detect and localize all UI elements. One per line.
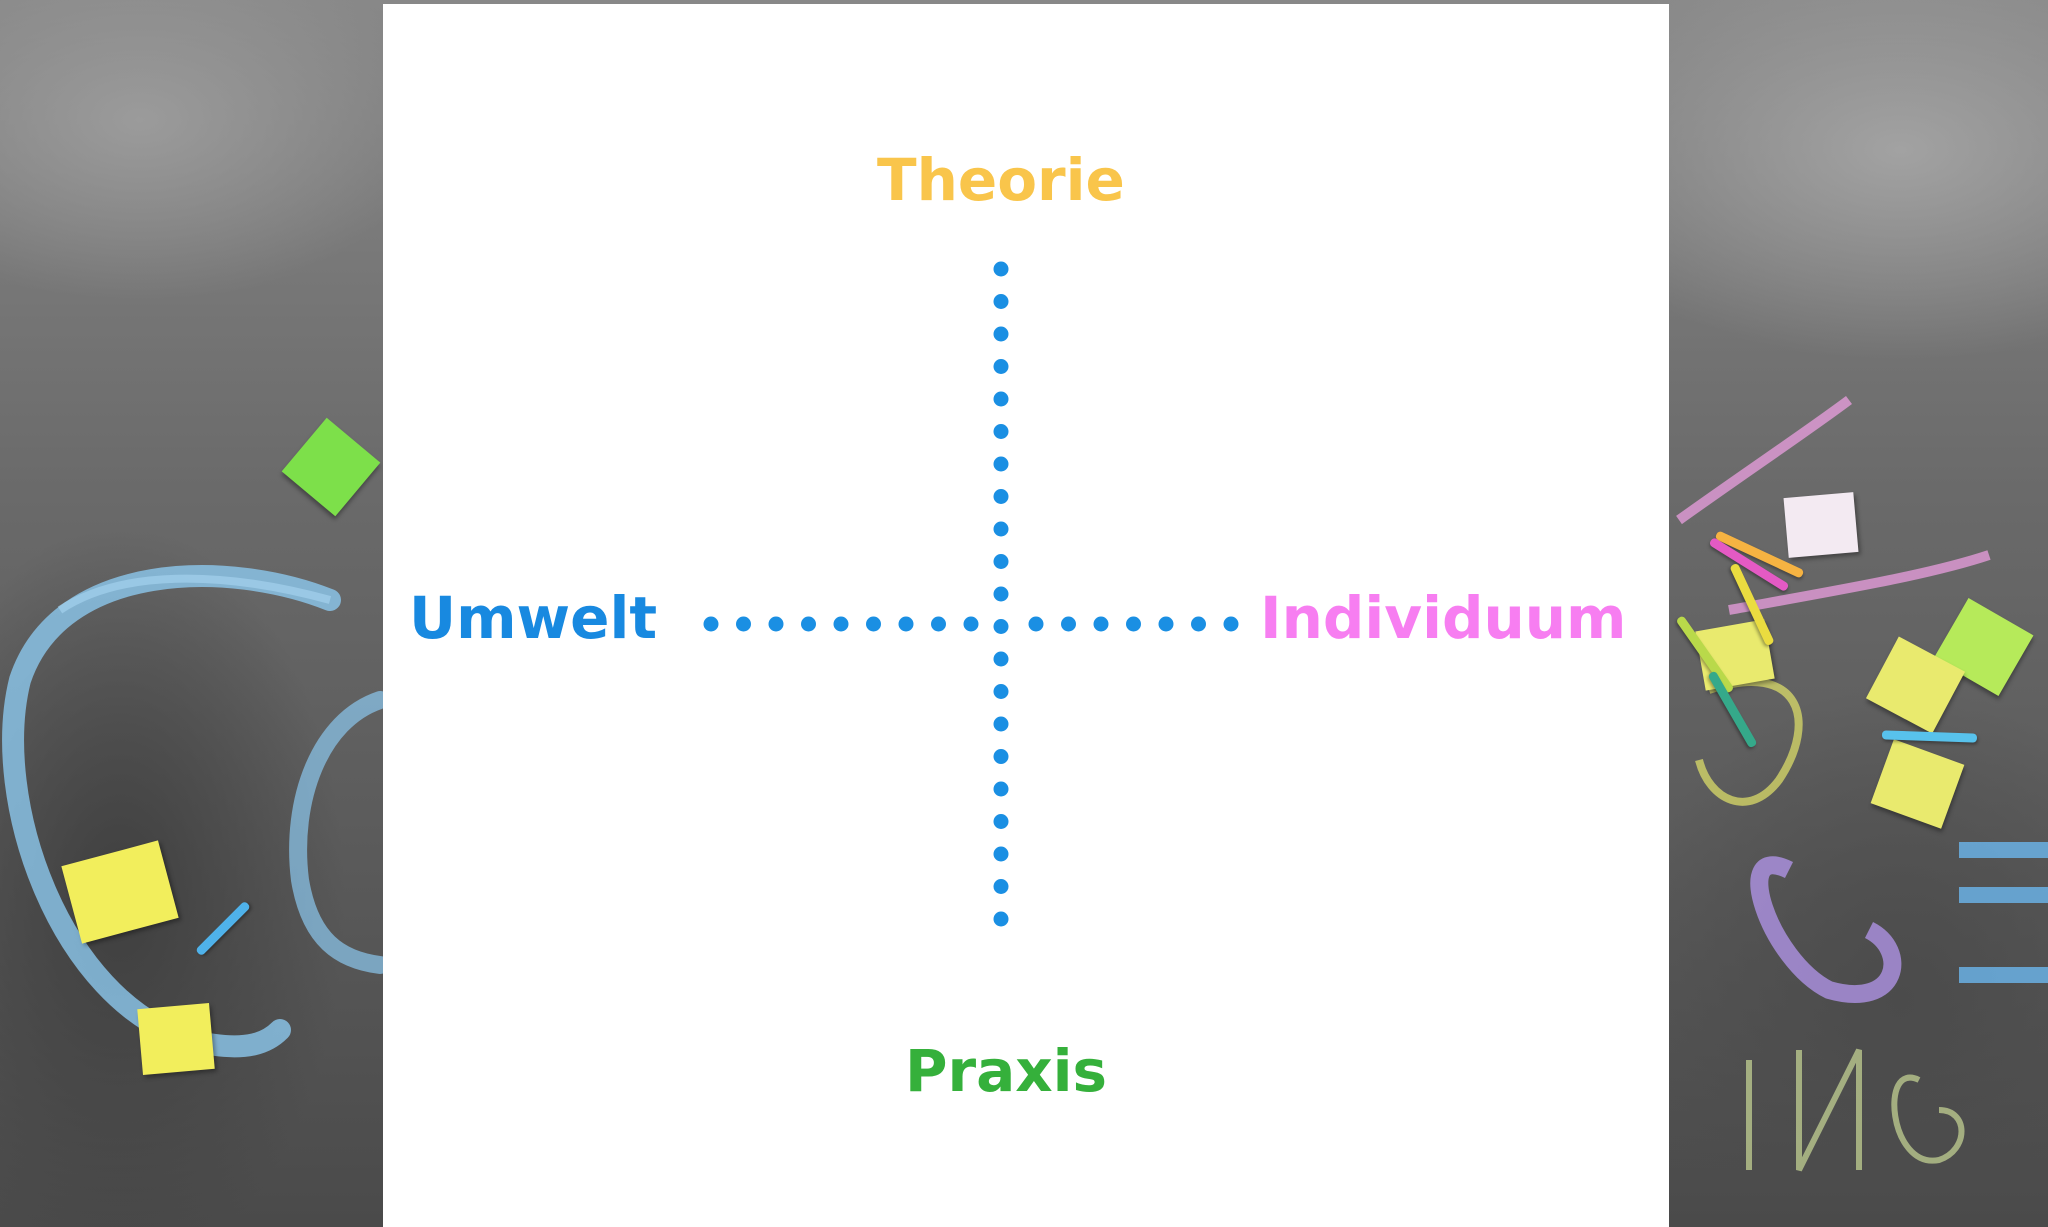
cross-dot-vertical	[993, 424, 1009, 439]
cross-dot-vertical	[993, 391, 1009, 407]
cross-dot-horizontal	[898, 616, 914, 632]
cross-dot-horizontal	[833, 616, 849, 632]
cross-dot-vertical	[993, 261, 1009, 277]
cross-dot-horizontal	[1061, 616, 1076, 632]
cross-dot-vertical	[993, 814, 1009, 829]
label-praxis: Praxis	[905, 1037, 1108, 1105]
label-umwelt: Umwelt	[409, 584, 658, 652]
cross-dot-vertical	[993, 911, 1009, 927]
sticky-note-yellow-left-2	[137, 1002, 215, 1076]
cross-dot-vertical	[993, 651, 1009, 667]
cross-dot-horizontal	[866, 616, 881, 632]
cross-dot-vertical	[993, 781, 1009, 797]
cross-dot-horizontal	[1191, 616, 1206, 632]
cross-dot-vertical	[993, 716, 1009, 732]
cross-dot-vertical	[993, 359, 1009, 374]
cross-dot-vertical	[993, 489, 1009, 504]
label-individuum: Individuum	[1260, 584, 1627, 652]
cross-dot-horizontal	[703, 616, 719, 632]
sticky-note-white-right	[1783, 492, 1859, 558]
label-theorie: Theorie	[877, 146, 1125, 214]
chalk-drawing-left	[2, 565, 383, 1058]
cross-dot-horizontal	[768, 616, 784, 632]
cross-dot-horizontal	[1093, 616, 1109, 632]
cross-dot-vertical	[993, 554, 1009, 569]
cross-dot-vertical	[993, 586, 1009, 602]
cross-dot-vertical	[993, 456, 1009, 472]
cross-dot-horizontal	[736, 616, 751, 632]
cross-dot-horizontal	[801, 616, 816, 632]
cross-dot-vertical	[993, 749, 1009, 764]
diagram-panel: Theorie Praxis Umwelt Individuum	[383, 4, 1669, 1227]
cross-dot-horizontal	[1126, 616, 1141, 632]
cross-dot-horizontal	[931, 616, 946, 632]
cross-dot-vertical	[993, 684, 1009, 699]
cross-dot-vertical	[993, 326, 1009, 342]
dotted-cross	[703, 261, 1239, 927]
cross-dot-vertical	[993, 619, 1009, 634]
cross-dot-vertical	[993, 846, 1009, 862]
cross-dot-vertical	[993, 879, 1009, 894]
cross-dot-vertical	[993, 521, 1009, 537]
chalk-drawing-right	[1676, 395, 2048, 1172]
cross-dot-horizontal	[1223, 616, 1239, 632]
cross-dot-vertical	[993, 294, 1009, 309]
cross-dot-horizontal	[1158, 616, 1174, 632]
cross-dot-horizontal	[1028, 616, 1044, 632]
cross-dot-horizontal	[963, 616, 979, 632]
